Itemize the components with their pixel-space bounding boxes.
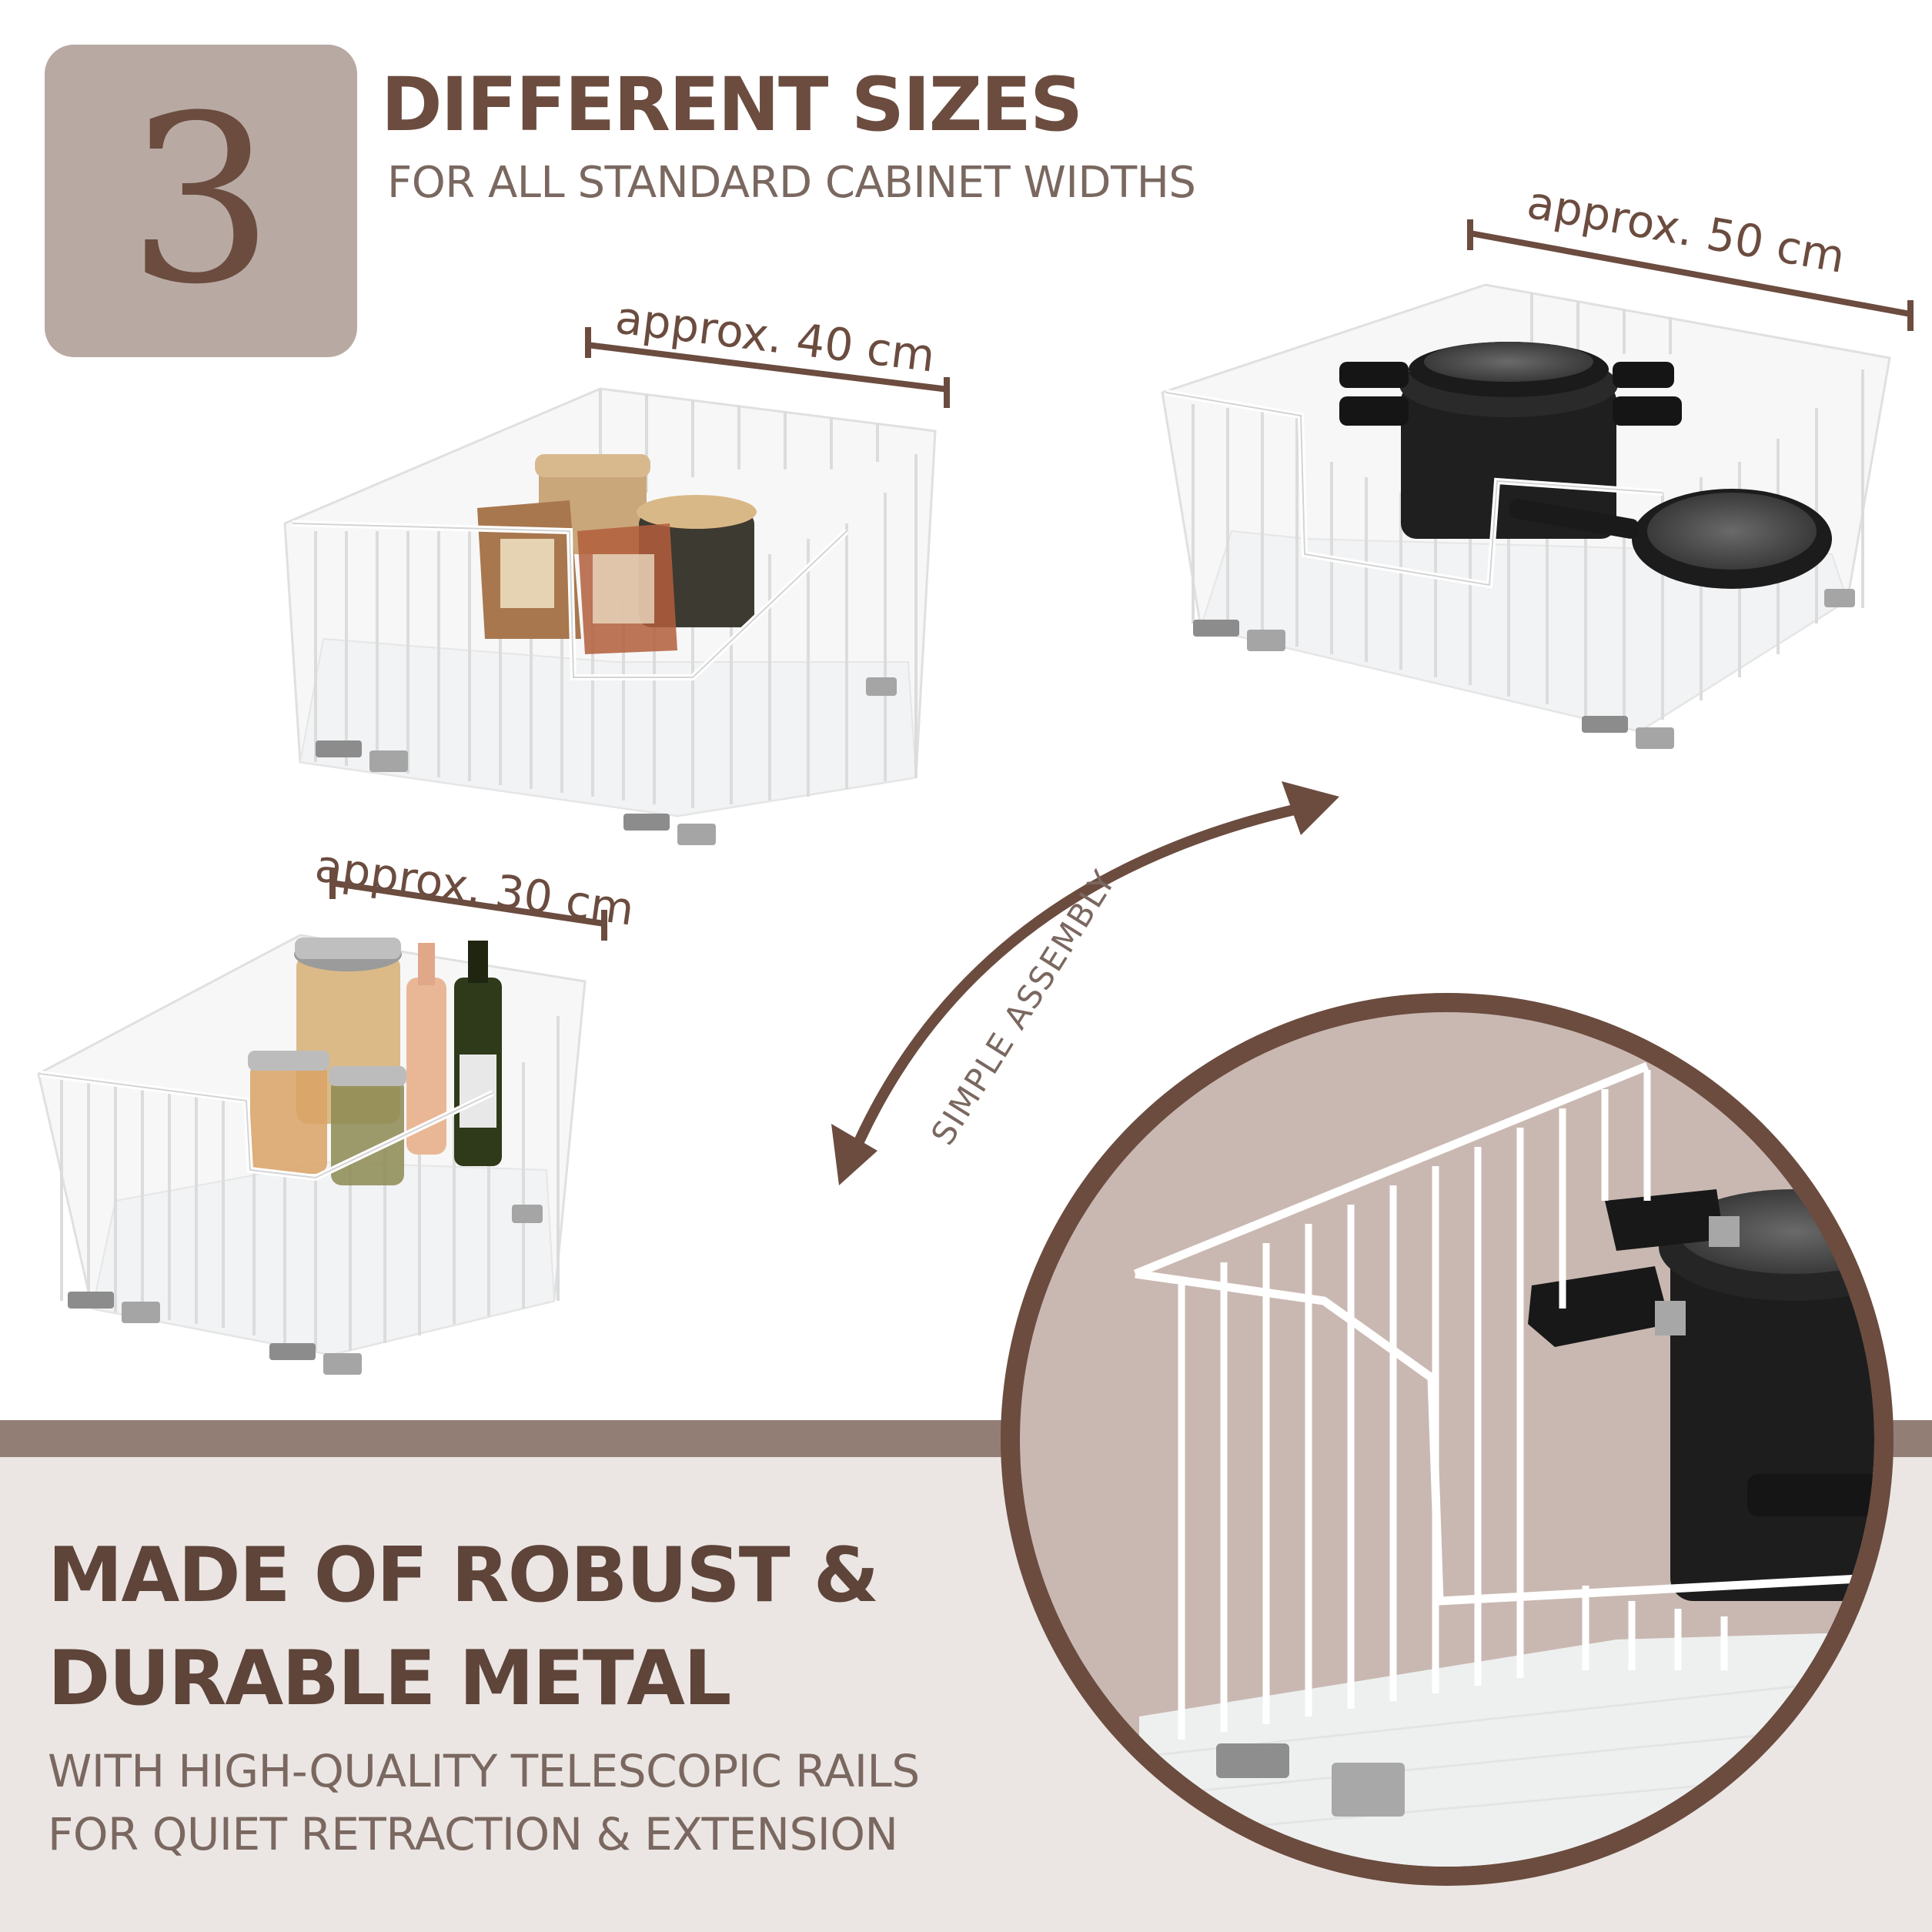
feature-title-line2: DURABLE METAL bbox=[48, 1635, 731, 1723]
feature-subtitle-line2: FOR QUIET RETRACTION & EXTENSION bbox=[48, 1808, 898, 1860]
count-badge-number: 3 bbox=[127, 66, 275, 335]
headline: DIFFERENT SIZES bbox=[381, 62, 1083, 148]
curved-double-arrow-icon bbox=[831, 781, 1339, 1185]
feature-title: MADE OF ROBUST & DURABLE METAL bbox=[48, 1524, 879, 1730]
basket-40cm bbox=[283, 327, 950, 845]
count-badge: 3 bbox=[45, 45, 357, 357]
subheadline: FOR ALL STANDARD CABINET WIDTHS bbox=[387, 158, 1196, 208]
basket-30cm bbox=[37, 868, 607, 1375]
basket-50cm bbox=[1161, 219, 1914, 749]
feature-title-line1: MADE OF ROBUST & bbox=[48, 1532, 879, 1619]
feature-subtitle-line1: WITH HIGH-QUALITY TELESCOPIC RAILS bbox=[48, 1745, 920, 1797]
zoom-detail bbox=[1001, 993, 1894, 1886]
feature-subtitle: WITH HIGH-QUALITY TELESCOPIC RAILS FOR Q… bbox=[48, 1740, 920, 1866]
